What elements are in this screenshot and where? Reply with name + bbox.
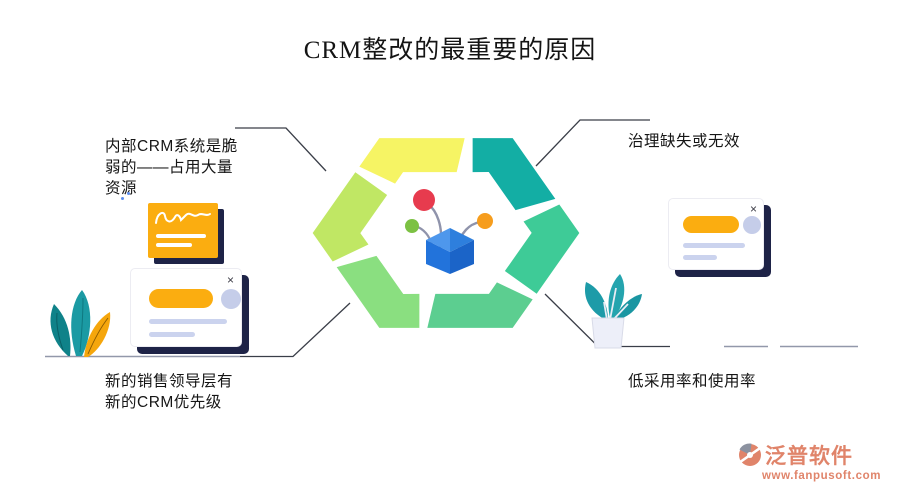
label-bottom-left-line1: 新的销售领导层有 (105, 373, 234, 390)
connector-bottom-left (240, 302, 351, 358)
box-inner-left (426, 228, 450, 252)
box-front-right (450, 240, 474, 274)
signature-squiggle-icon (155, 211, 211, 247)
text-bar (149, 332, 195, 337)
text-bar (149, 319, 227, 324)
pot-leaf-left (584, 282, 608, 320)
brand-logo: 泛普软件 www.fanpusoft.com (738, 440, 888, 482)
hexagon-segment-left (306, 172, 404, 270)
connector-top-right (535, 119, 650, 167)
label-top-left-line3: 资源 (105, 180, 138, 197)
popup-card-left: × (130, 268, 242, 347)
label-top-left-line2: 弱的——占用大量 (105, 159, 234, 176)
label-bottom-left-line2: 新的CRM优先级 (105, 394, 222, 411)
orange-dot (477, 213, 493, 229)
leaf-dark-teal (50, 304, 71, 356)
potted-plant-illustration (584, 274, 642, 349)
red-dot (413, 189, 435, 211)
box-front-left (426, 240, 450, 274)
avatar-dot (743, 216, 761, 234)
leaf-teal (71, 290, 91, 356)
hexagon-segment-top (359, 138, 465, 184)
brand-url[interactable]: www.fanpusoft.com (762, 470, 882, 482)
orange-pill (683, 216, 739, 233)
text-bar (683, 255, 717, 260)
text-bar (683, 243, 745, 248)
plant-pot (591, 317, 625, 349)
label-bottom-right: 低采用率和使用率 (628, 373, 757, 390)
hexagon-segment-right (488, 196, 586, 294)
box-inner-right (450, 228, 474, 252)
label-top-left: 内部CRM系统是脆 弱的——占用大量 资源 (105, 136, 285, 199)
label-top-right: 治理缺失或无效 (628, 133, 741, 150)
fanpu-logo-icon (738, 443, 762, 466)
close-icon[interactable]: × (226, 273, 234, 287)
sparkle-dots (120, 192, 132, 202)
page-title: CRM整改的最重要的原因 (303, 37, 597, 64)
open-box-scatter-icon (405, 189, 493, 274)
connector-top-left (235, 127, 327, 172)
orange-pill (149, 289, 213, 308)
pot-leaf-right (614, 294, 642, 320)
label-bottom-left: 新的销售领导层有 新的CRM优先级 (105, 371, 305, 413)
orange-card (148, 203, 218, 258)
label-top-left-line1: 内部CRM系统是脆 (105, 138, 238, 155)
leaf-plant-illustration (50, 290, 111, 357)
avatar-dot (221, 289, 241, 309)
green-dot (405, 219, 419, 233)
hexagon-segment-bottom (427, 282, 533, 328)
popup-card-right: × (668, 198, 764, 270)
brand-name: 泛普软件 (765, 445, 853, 468)
close-icon[interactable]: × (749, 202, 757, 216)
